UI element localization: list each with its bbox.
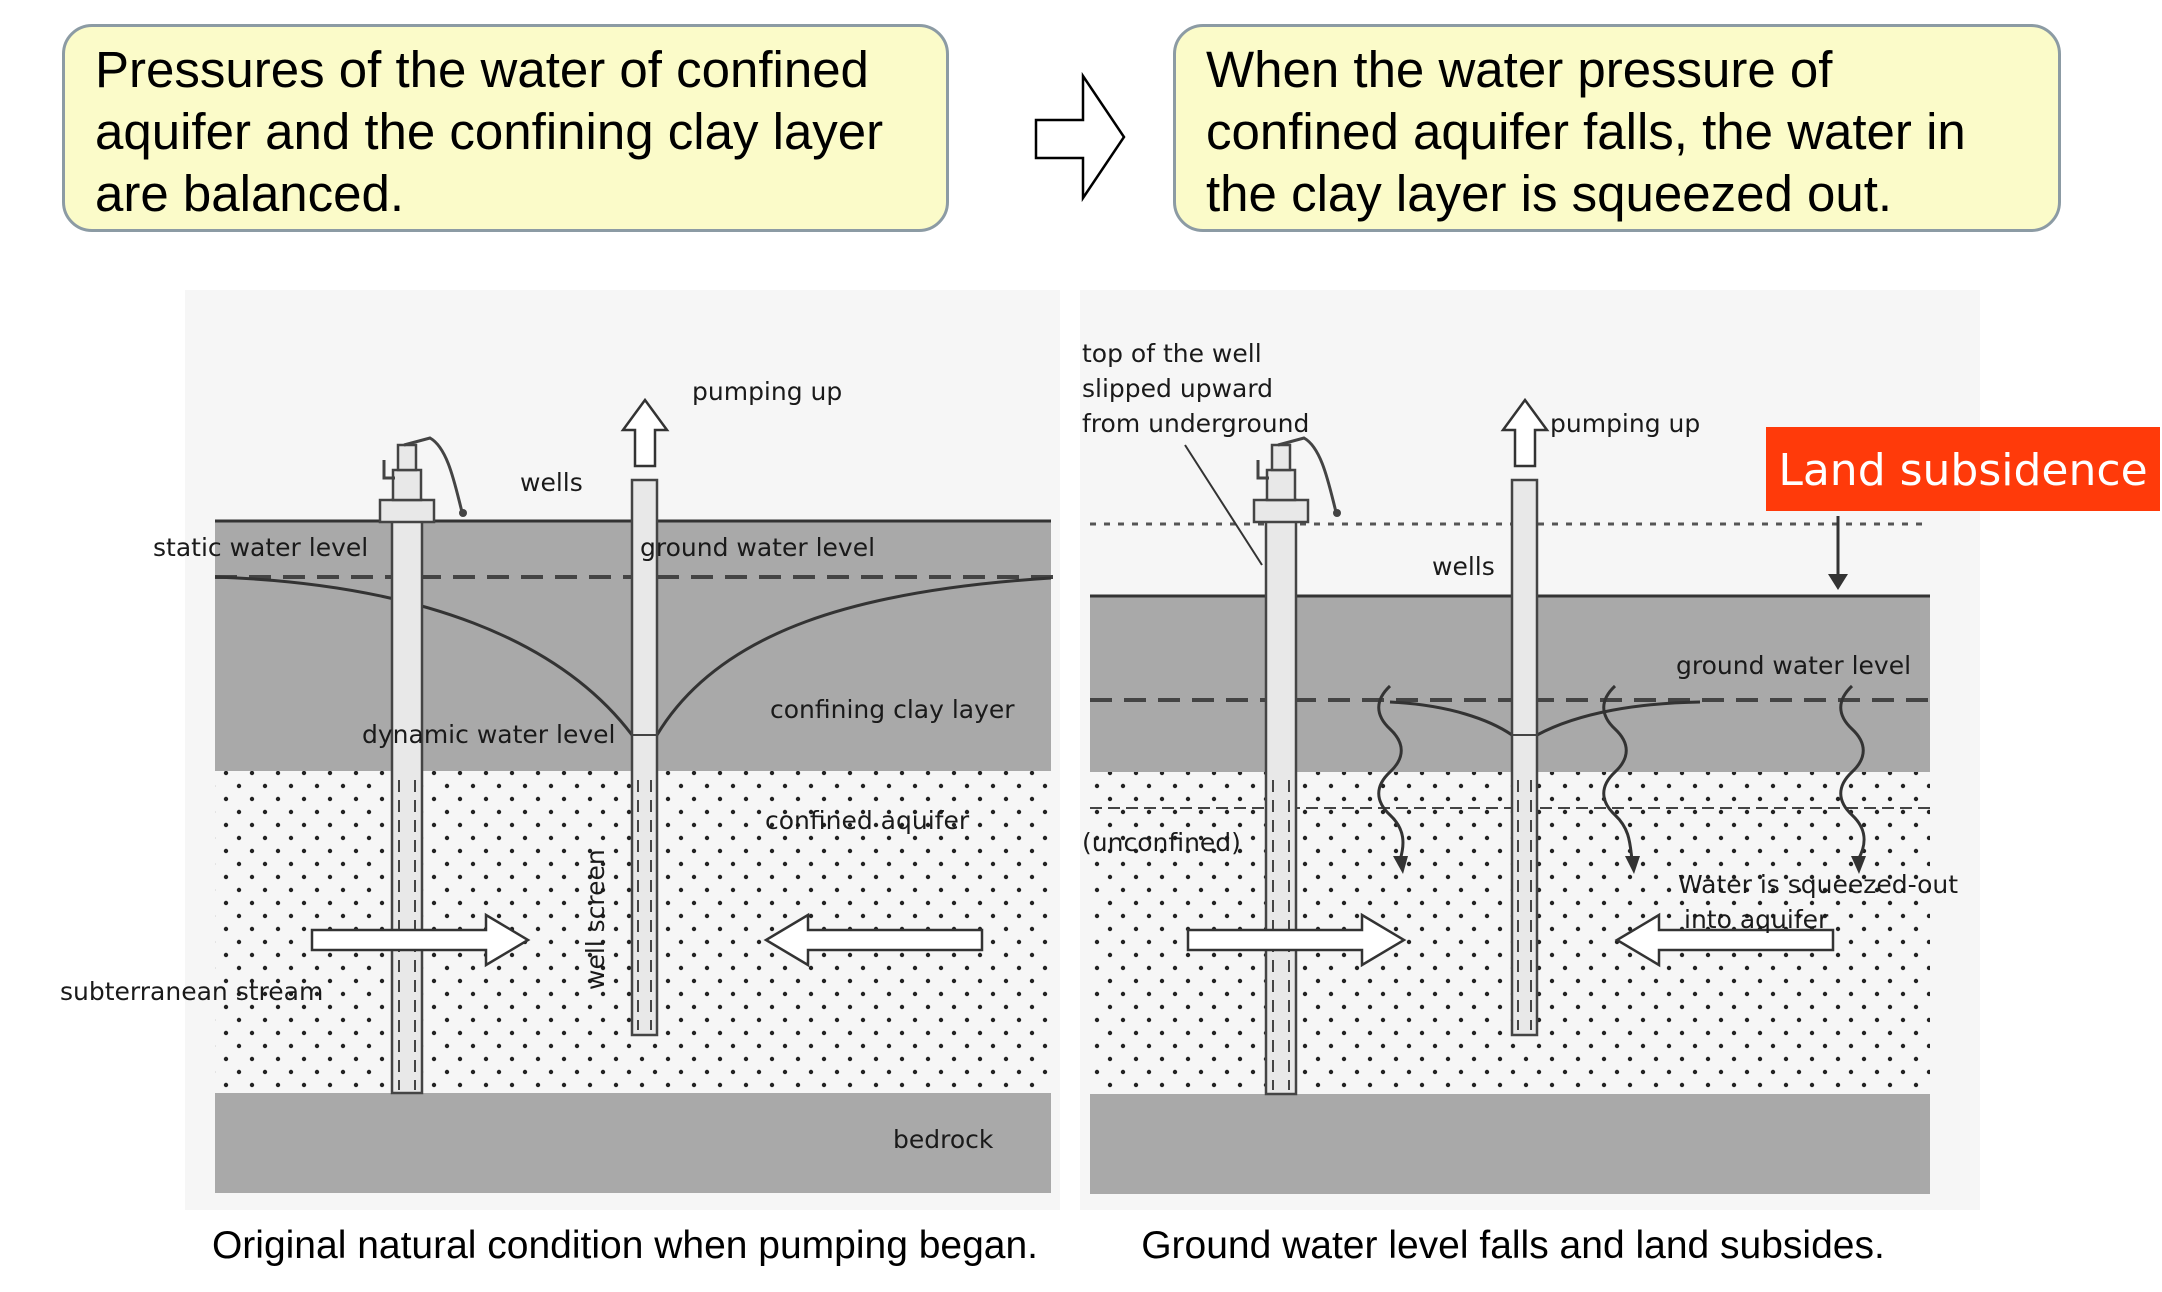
label-top-of-well-3: from underground [1082, 409, 1309, 438]
bedrock-layer-right [1090, 1094, 1930, 1194]
drawdown-curve-r2 [1536, 700, 1701, 737]
label-wells-right: wells [1432, 552, 1495, 581]
label-pumping-up-right: pumping up [1550, 409, 1700, 438]
stream-arrow-right-2-icon [1186, 912, 1407, 968]
label-squeezed-2: into aquifer [1684, 905, 1829, 934]
drawdown-curve-left [214, 575, 634, 736]
callout-pressure-falls: When the water pressure of confined aqui… [1173, 24, 2061, 232]
squeeze-arrow-3-icon [1851, 856, 1866, 874]
pumping-up-arrow-right-icon [1500, 397, 1550, 468]
land-subsidence-badge-text: Land subsidence [1778, 445, 2147, 496]
label-ground-water-level-right: ground water level [1676, 651, 1911, 680]
top-of-well-leader-line [1184, 444, 1263, 566]
label-dynamic-water-level: dynamic water level [362, 720, 615, 749]
left-diagram: pumping up wells static water level grou… [60, 290, 1060, 1210]
label-squeezed-1: Water is squeezed-out [1678, 870, 1958, 899]
label-bedrock: bedrock [893, 1125, 994, 1154]
subsidence-arrow-icon [1828, 574, 1848, 590]
pumping-well [630, 478, 659, 1037]
callout-right-line-2: confined aquifer falls, the water in [1206, 103, 1966, 160]
pumping-up-arrow-icon [620, 397, 670, 468]
label-pumping-up-left: pumping up [692, 377, 842, 406]
right-arrow-outline-icon [1034, 71, 1126, 203]
label-wells-left: wells [520, 468, 583, 497]
label-top-of-well-1: top of the well [1082, 339, 1262, 368]
hand-pump-well-right [1252, 436, 1341, 1096]
callout-balanced: Pressures of the water of confined aquif… [62, 24, 949, 232]
callout-left-line-1: Pressures of the water of confined [95, 41, 869, 98]
stream-arrow-left-2-icon [1614, 912, 1835, 968]
callout-left-line-2: aquifer and the confining clay layer [95, 103, 884, 160]
label-ground-water-level-left: ground water level [640, 533, 875, 562]
caption-right: Ground water level falls and land subsid… [1141, 1224, 1885, 1267]
callout-right-line-3: the clay layer is squeezed out. [1206, 165, 1893, 222]
squeeze-arrow-1-icon [1393, 856, 1408, 874]
squeeze-wave-2 [1602, 684, 1634, 861]
squeeze-wave-1 [1377, 684, 1405, 861]
callout-left-line-3: are balanced. [95, 165, 405, 222]
drawdown-curve-right [655, 576, 1052, 736]
stream-arrow-left-icon [763, 912, 984, 968]
caption-left: Original natural condition when pumping … [212, 1224, 1038, 1267]
land-subsidence-badge [1766, 427, 2160, 511]
pumping-well-right [1510, 478, 1539, 1037]
label-subterranean-stream: subterranean stream [60, 977, 323, 1006]
label-top-of-well-2: slipped upward [1082, 374, 1273, 403]
callout-right-line-1: When the water pressure of [1206, 41, 1833, 98]
stream-arrow-right-icon [310, 912, 531, 968]
squeeze-arrow-2-icon [1625, 856, 1640, 874]
subsided-clay-layer [1090, 596, 1930, 772]
bedrock-layer [215, 1093, 1051, 1193]
right-diagram: top of the well slipped upward from unde… [1080, 290, 2160, 1210]
label-unconfined: (unconfined) [1082, 828, 1241, 857]
hand-pump-well [378, 436, 467, 1095]
squeeze-wave-3 [1839, 684, 1866, 861]
drawdown-curve-r1 [1389, 700, 1513, 737]
label-well-screen: well screen [581, 849, 610, 990]
label-static-water-level: static water level [153, 533, 368, 562]
label-confining-clay-layer: confining clay layer [770, 695, 1015, 724]
label-confined-aquifer: confined aquifer [765, 806, 970, 835]
